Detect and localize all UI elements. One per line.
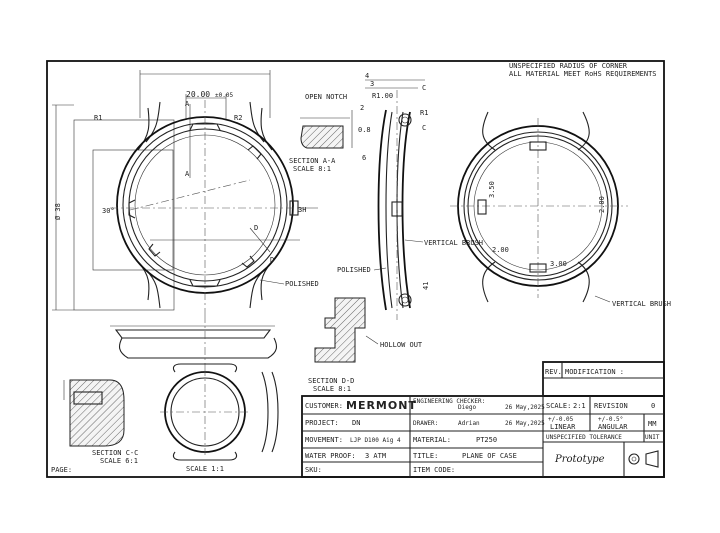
bottom-side-view: [110, 315, 278, 368]
svg-text:SCALE 8:1: SCALE 8:1: [313, 385, 351, 393]
svg-text:OPEN NOTCH: OPEN NOTCH: [305, 93, 347, 101]
section-c-c: SECTION C-C SCALE 6:1: [63, 379, 138, 465]
svg-text:MODIFICATION :: MODIFICATION :: [565, 368, 624, 376]
svg-text:3.00: 3.00: [550, 260, 567, 268]
svg-text:R2: R2: [234, 114, 242, 122]
side-view: 4 3 R1.00 R1 0.8 2 6 41 C C VERTICAL BRU…: [337, 72, 483, 320]
svg-text:POLISHED: POLISHED: [285, 280, 319, 288]
svg-text:PT250: PT250: [476, 436, 497, 444]
svg-text:D: D: [270, 256, 274, 264]
section-a-a: OPEN NOTCH SECTION A-A SCALE 8:1: [289, 93, 353, 173]
svg-text:ENGINEERING CHECKER:: ENGINEERING CHECKER:: [413, 398, 485, 405]
svg-text:PLANE OF CASE: PLANE OF CASE: [462, 452, 517, 460]
svg-text:4: 4: [365, 72, 369, 80]
svg-text:C: C: [422, 124, 426, 132]
svg-text:2:1: 2:1: [573, 402, 586, 410]
note-rohs: ALL MATERIAL MEET RoHS REQUIREMENTS: [509, 70, 657, 78]
svg-text:20.00: 20.00: [186, 90, 210, 99]
svg-text:ITEM CODE:: ITEM CODE:: [413, 466, 455, 474]
svg-text:A: A: [185, 170, 190, 178]
svg-text:SCALE:: SCALE:: [546, 402, 571, 410]
svg-text:R1.00: R1.00: [372, 92, 393, 100]
svg-text:A: A: [185, 100, 190, 108]
svg-text:REV.: REV.: [545, 368, 562, 376]
svg-text:2.00: 2.00: [492, 246, 509, 254]
page-label: PAGE:: [51, 466, 72, 474]
svg-text:R1: R1: [94, 114, 102, 122]
front-view: 20.00 ±0.05 Ø 38 30° 3H R1 R2 A A D D PO…: [52, 70, 319, 315]
title-block: REV. MODIFICATION : CUSTOMER: MERMONT EN…: [301, 361, 665, 478]
svg-text:30°: 30°: [102, 207, 115, 215]
svg-text:SCALE 8:1: SCALE 8:1: [293, 165, 331, 173]
svg-text:2: 2: [360, 104, 364, 112]
svg-text:SECTION C-C: SECTION C-C: [92, 449, 138, 457]
svg-text:TITLE:: TITLE:: [413, 452, 438, 460]
svg-text:SCALE 1:1: SCALE 1:1: [186, 465, 224, 473]
svg-text:SKU:: SKU:: [305, 466, 322, 474]
svg-text:PROJECT:: PROJECT:: [305, 419, 339, 427]
svg-text:REVISION: REVISION: [594, 402, 628, 410]
svg-text:Ø 38: Ø 38: [54, 203, 62, 220]
svg-text:UNIT: UNIT: [645, 434, 660, 441]
svg-text:Diego: Diego: [458, 404, 476, 411]
signature: Prototype: [554, 454, 605, 465]
svg-text:DN: DN: [352, 419, 360, 427]
svg-text:LJP D100 Aig 4: LJP D100 Aig 4: [350, 437, 401, 444]
svg-text:3: 3: [370, 80, 374, 88]
svg-text:+/-0.5°: +/-0.5°: [598, 416, 623, 423]
small-view: SCALE 1:1: [160, 363, 279, 473]
svg-text:3 ATM: 3 ATM: [365, 452, 386, 460]
svg-text:R1: R1: [420, 109, 428, 117]
svg-text:SECTION A-A: SECTION A-A: [289, 157, 336, 165]
svg-text:3.50: 3.50: [488, 181, 496, 198]
svg-text:SECTION D-D: SECTION D-D: [308, 377, 354, 385]
svg-text:MM: MM: [648, 420, 656, 428]
back-view: 3.50 2.00 2.00 3.00 VERTICAL BRUSH: [450, 111, 671, 308]
note-radius: UNSPECIFIED RADIUS OF CORNER: [509, 62, 628, 70]
svg-text:CUSTOMER:: CUSTOMER:: [305, 402, 343, 410]
svg-text:26 May,2025: 26 May,2025: [505, 404, 545, 411]
svg-text:HOLLOW OUT: HOLLOW OUT: [380, 341, 423, 349]
svg-text:26 May,2025: 26 May,2025: [505, 420, 545, 427]
svg-text:41: 41: [422, 282, 430, 290]
svg-text:MOVEMENT:: MOVEMENT:: [305, 436, 343, 444]
svg-text:D: D: [254, 224, 258, 232]
svg-text:+/-0.05: +/-0.05: [548, 416, 574, 423]
svg-text:WATER PROOF:: WATER PROOF:: [305, 452, 356, 460]
svg-text:UNSPECIFIED TOLERANCE: UNSPECIFIED TOLERANCE: [546, 434, 622, 441]
projection-symbol-icon: [628, 450, 659, 468]
svg-text:LINEAR: LINEAR: [550, 423, 576, 431]
customer-logo: MERMONT: [346, 399, 417, 412]
svg-text:0.8: 0.8: [358, 126, 371, 134]
svg-text:C: C: [422, 84, 426, 92]
svg-text:±0.05: ±0.05: [215, 92, 233, 99]
svg-text:POLISHED: POLISHED: [337, 266, 371, 274]
svg-text:MATERIAL:: MATERIAL:: [413, 436, 451, 444]
svg-text:VERTICAL BRUSH: VERTICAL BRUSH: [424, 239, 483, 247]
svg-text:3H: 3H: [298, 206, 306, 214]
svg-text:2.00: 2.00: [598, 196, 606, 213]
svg-text:0: 0: [651, 402, 655, 410]
svg-text:SCALE 6:1: SCALE 6:1: [100, 457, 138, 465]
svg-text:ANGULAR: ANGULAR: [598, 423, 628, 431]
svg-text:VERTICAL BRUSH: VERTICAL BRUSH: [612, 300, 671, 308]
svg-text:Adrian: Adrian: [458, 420, 480, 427]
svg-text:DRAWER:: DRAWER:: [413, 420, 438, 427]
section-d-d: HOLLOW OUT SECTION D-D SCALE 8:1: [308, 297, 423, 393]
svg-text:6: 6: [362, 154, 366, 162]
